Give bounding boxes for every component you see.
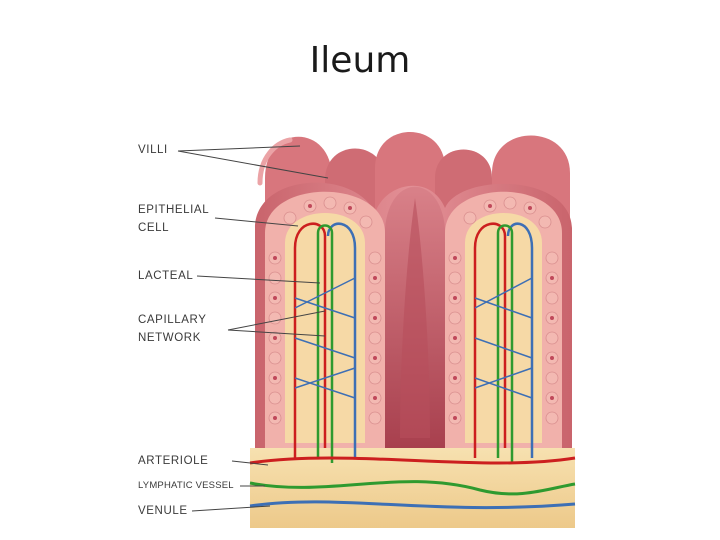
label-epithelial-cell: CELL [138, 220, 169, 236]
label-villi: VILLI [138, 142, 168, 158]
label-venule: VENULE [138, 503, 188, 519]
label-epithelial: EPITHELIAL [138, 202, 209, 218]
label-capillary-network: NETWORK [138, 330, 201, 346]
label-arteriole: ARTERIOLE [138, 453, 208, 469]
label-lymphatic-vessel: LYMPHATIC VESSEL [138, 478, 234, 494]
villi-illustration [100, 118, 630, 540]
ileum-villi-diagram: VILLI EPITHELIAL CELL LACTEAL CAPILLARY … [100, 118, 630, 540]
label-lacteal: LACTEAL [138, 268, 193, 284]
slide-title: Ileum [0, 40, 720, 81]
label-capillary: CAPILLARY [138, 312, 206, 328]
